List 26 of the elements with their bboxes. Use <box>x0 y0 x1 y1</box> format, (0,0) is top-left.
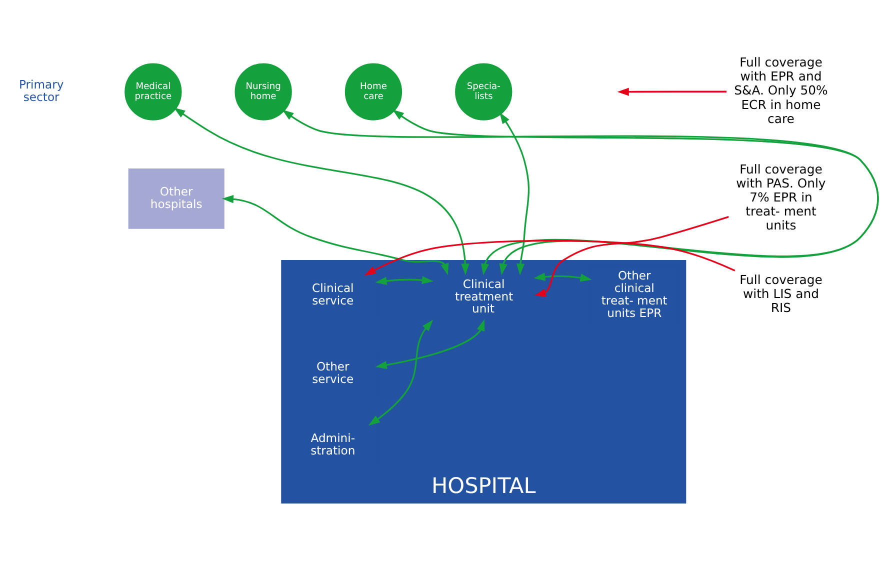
label: Primary sector <box>18 77 64 104</box>
node-text: Admini- stration <box>310 430 356 457</box>
arrow <box>368 319 434 426</box>
arrow <box>534 216 729 296</box>
node-text: Full coverage with PAS. Only 7% EPR in treat- ment units <box>736 160 826 232</box>
node-text: Other service <box>312 359 354 386</box>
arrow <box>375 318 485 368</box>
arrow <box>375 276 434 284</box>
node-circle: Medical practice <box>124 62 182 120</box>
node-circle: Home care <box>344 62 402 120</box>
node-text: Clinical service <box>312 280 354 307</box>
node-text: Full coverage with EPR and S&A. Only 50% ECR in home care <box>734 54 828 126</box>
arrow <box>499 112 530 275</box>
arrow <box>392 109 878 275</box>
arrow <box>364 239 736 276</box>
node-text: Other clinical treat- ment units EPR <box>601 268 668 320</box>
node-circle: Nursing home <box>234 62 292 120</box>
arrow <box>222 194 449 275</box>
arrow <box>534 272 592 282</box>
node-box: Other hospitals <box>128 168 224 228</box>
node-circle: Specia- lists <box>455 62 512 120</box>
arrow <box>617 87 727 96</box>
arrow <box>282 109 879 275</box>
arrow <box>174 107 470 275</box>
node-text: Full coverage with LIS and RIS <box>740 271 822 315</box>
node-text: Clinical treatment unit <box>455 276 514 316</box>
